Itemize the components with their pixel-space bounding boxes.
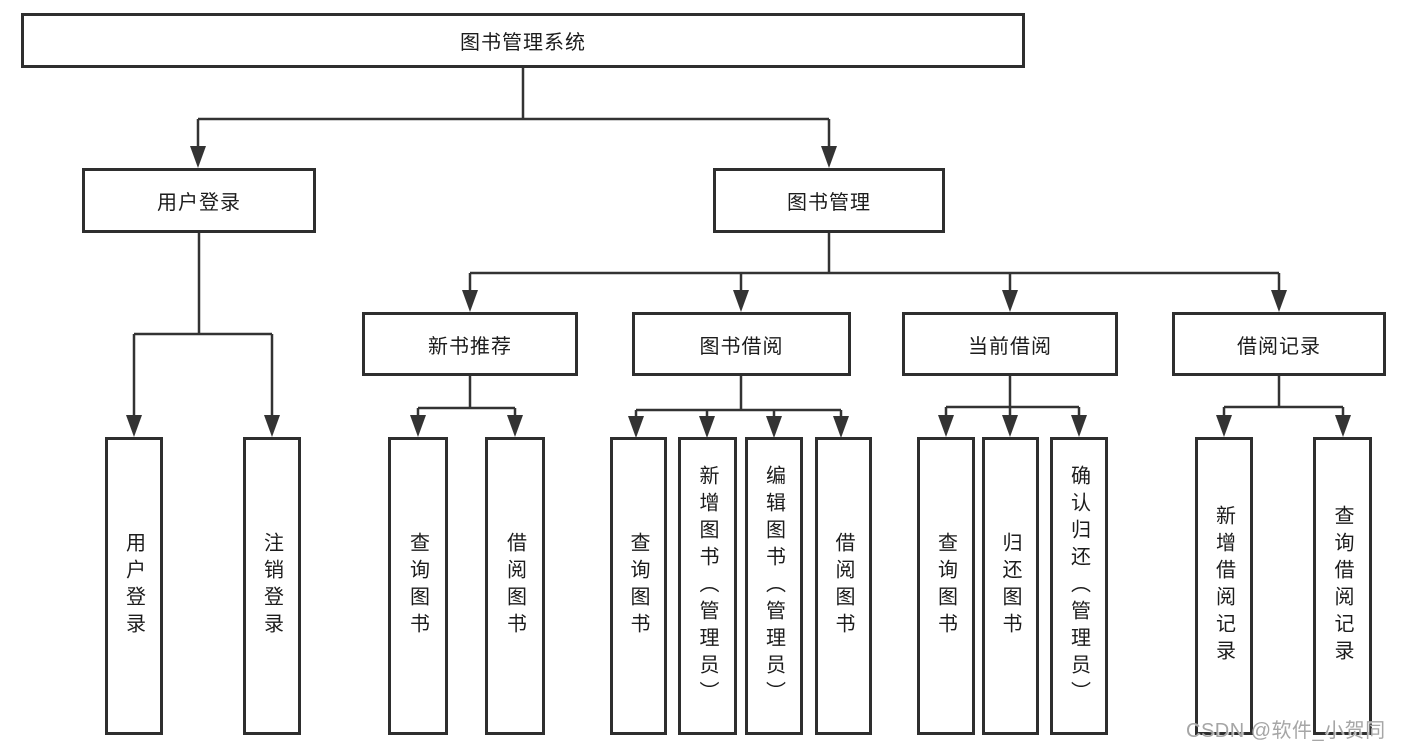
leaf-br-add-record: 新增借阅记录 — [1195, 437, 1253, 735]
leaf-nb-borrow-book: 借阅图书 — [485, 437, 545, 735]
node-book-borrow: 图书借阅 — [632, 312, 851, 376]
node-current-borrow-label: 当前借阅 — [968, 335, 1052, 358]
node-new-book-recommend: 新书推荐 — [362, 312, 578, 376]
node-root: 图书管理系统 — [21, 13, 1025, 68]
leaf-user-login-label: 用户登录 — [122, 532, 145, 640]
node-current-borrow: 当前借阅 — [902, 312, 1118, 376]
node-user-login: 用户登录 — [82, 168, 316, 233]
node-borrow-record: 借阅记录 — [1172, 312, 1386, 376]
node-root-label: 图书管理系统 — [460, 32, 586, 54]
leaf-cb-query-book-label: 查询图书 — [934, 532, 957, 640]
leaf-bb-add-book-label: 新增图书（管理员） — [696, 464, 718, 708]
leaf-bb-add-book: 新增图书（管理员） — [678, 437, 737, 735]
node-new-book-recommend-label: 新书推荐 — [428, 335, 512, 358]
leaf-br-add-record-label: 新增借阅记录 — [1212, 505, 1235, 667]
leaf-logout: 注销登录 — [243, 437, 301, 735]
leaf-cb-confirm-return: 确认归还（管理员） — [1050, 437, 1108, 735]
node-user-login-label: 用户登录 — [157, 192, 241, 214]
leaf-nb-query-book-label: 查询图书 — [406, 532, 429, 640]
leaf-nb-borrow-book-label: 借阅图书 — [503, 532, 526, 640]
leaf-bb-query-book: 查询图书 — [610, 437, 667, 735]
leaf-logout-label: 注销登录 — [260, 532, 283, 640]
leaf-br-query-record: 查询借阅记录 — [1313, 437, 1372, 735]
leaf-bb-query-book-label: 查询图书 — [627, 532, 649, 640]
leaf-bb-edit-book: 编辑图书（管理员） — [745, 437, 803, 735]
leaf-user-login: 用户登录 — [105, 437, 163, 735]
leaf-cb-return-book: 归还图书 — [982, 437, 1039, 735]
node-book-management-label: 图书管理 — [787, 192, 871, 214]
leaf-bb-borrow-book: 借阅图书 — [815, 437, 872, 735]
leaf-cb-query-book: 查询图书 — [917, 437, 975, 735]
leaf-cb-return-book-label: 归还图书 — [999, 532, 1021, 640]
node-book-management: 图书管理 — [713, 168, 945, 233]
node-borrow-record-label: 借阅记录 — [1237, 335, 1321, 358]
leaf-bb-edit-book-label: 编辑图书（管理员） — [762, 464, 785, 708]
leaf-bb-borrow-book-label: 借阅图书 — [832, 532, 854, 640]
node-book-borrow-label: 图书借阅 — [699, 335, 784, 358]
leaf-cb-confirm-return-label: 确认归还（管理员） — [1067, 464, 1090, 708]
leaf-nb-query-book: 查询图书 — [388, 437, 448, 735]
leaf-br-query-record-label: 查询借阅记录 — [1331, 505, 1353, 667]
